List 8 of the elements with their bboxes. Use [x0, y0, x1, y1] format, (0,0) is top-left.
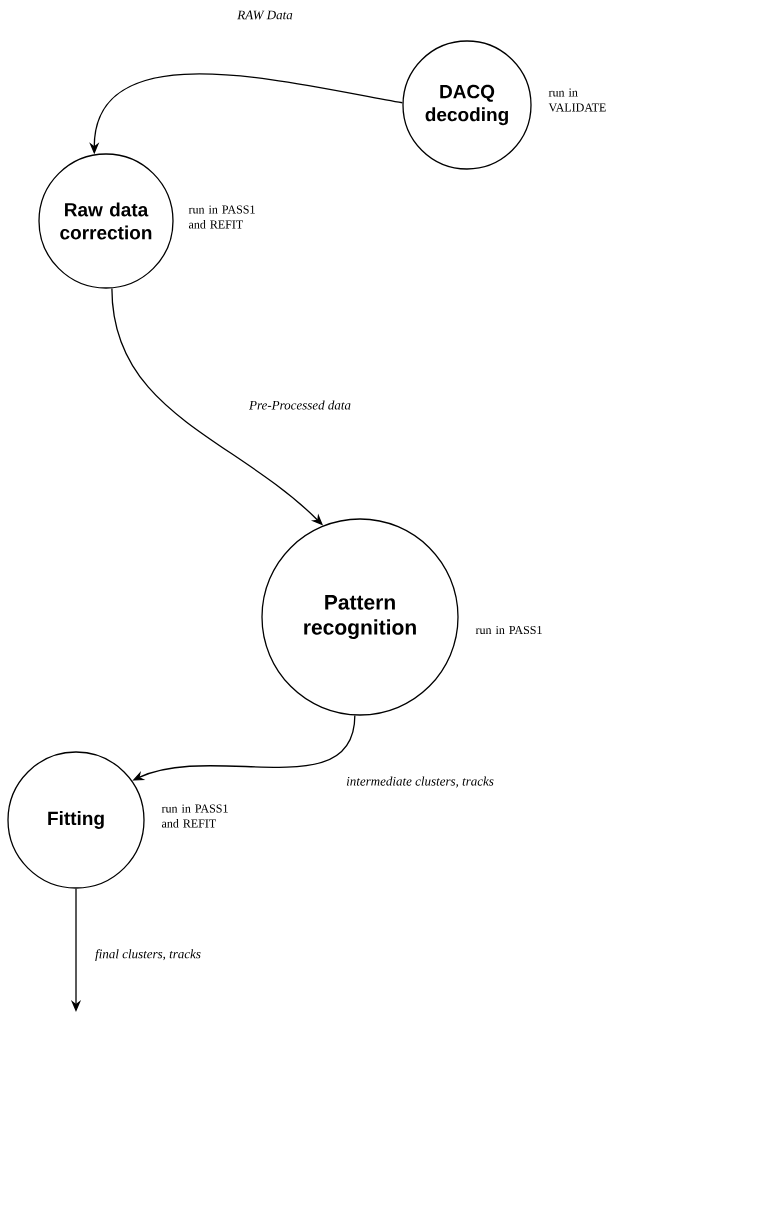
annotation-text: run in PASS1 and REFIT	[161, 804, 228, 828]
edge-label: Pre-Processed data	[248, 399, 352, 411]
edge-label: final clusters, tracks	[94, 948, 202, 962]
edge-label: intermediate clusters, tracks	[345, 775, 495, 789]
annotation-text: run in VALIDATE	[548, 88, 606, 112]
edge-label: RAW Data	[236, 9, 294, 21]
annotation-text: run in PASS1	[475, 625, 542, 635]
annotation-text: run in PASS1 and REFIT	[188, 205, 255, 229]
